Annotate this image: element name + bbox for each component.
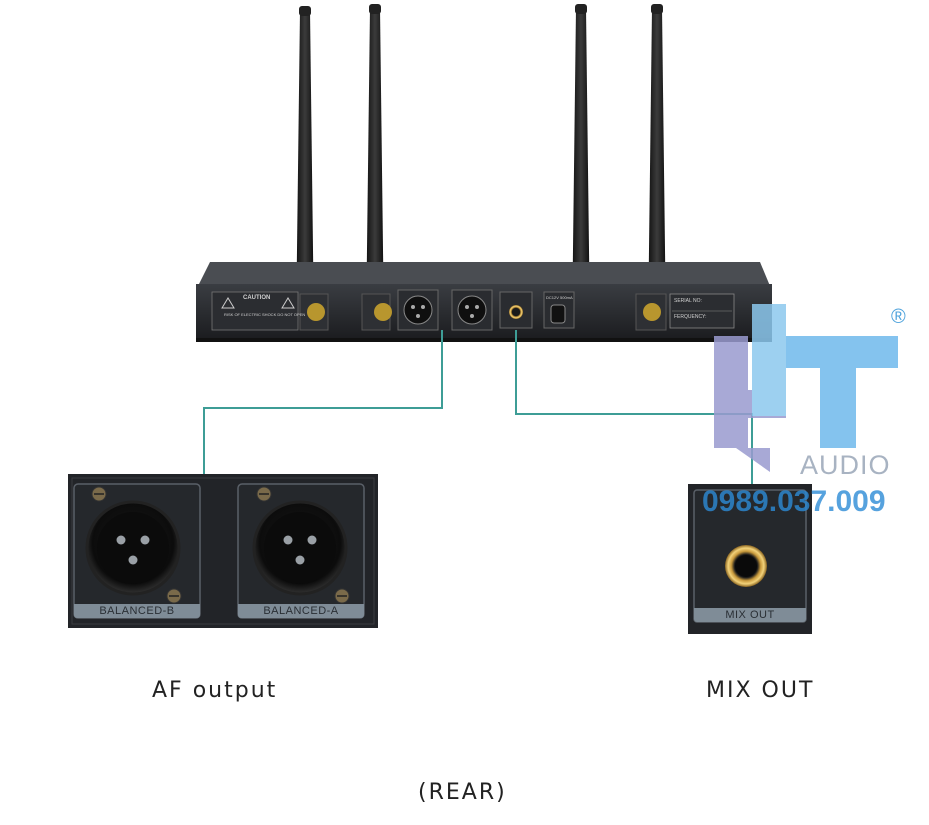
af-output-panel	[68, 474, 378, 628]
af-output-caption: AF output	[152, 678, 278, 703]
caution-text: RISK OF ELECTRIC SHOCK DO NOT OPEN	[224, 312, 306, 317]
antenna-2	[366, 4, 384, 330]
af-connector-line	[203, 330, 443, 476]
antenna-1	[296, 6, 314, 330]
balanced-a-label: BALANCED-A	[238, 604, 364, 618]
watermark-phone: 0989.037.009	[702, 485, 886, 518]
rear-caption: (REAR)	[418, 780, 507, 805]
ht-audio-logo	[714, 304, 898, 472]
receiver-unit	[196, 262, 772, 342]
mix-out-panel-label: MIX OUT	[694, 608, 806, 622]
antenna-3	[572, 4, 590, 330]
mix-out-caption: MIX OUT	[706, 678, 815, 703]
dc-label: DC12V 500mA	[546, 295, 573, 300]
registered-mark: ®	[891, 306, 906, 328]
watermark-brand-word: AUDIO	[800, 450, 891, 480]
balanced-b-label: BALANCED-B	[74, 604, 200, 618]
frequency-label: FERQUENCY:	[674, 314, 707, 320]
antenna-4	[648, 4, 666, 330]
caution-title: CAUTION	[243, 295, 271, 301]
serial-label: SERIAL NO:	[674, 298, 702, 304]
